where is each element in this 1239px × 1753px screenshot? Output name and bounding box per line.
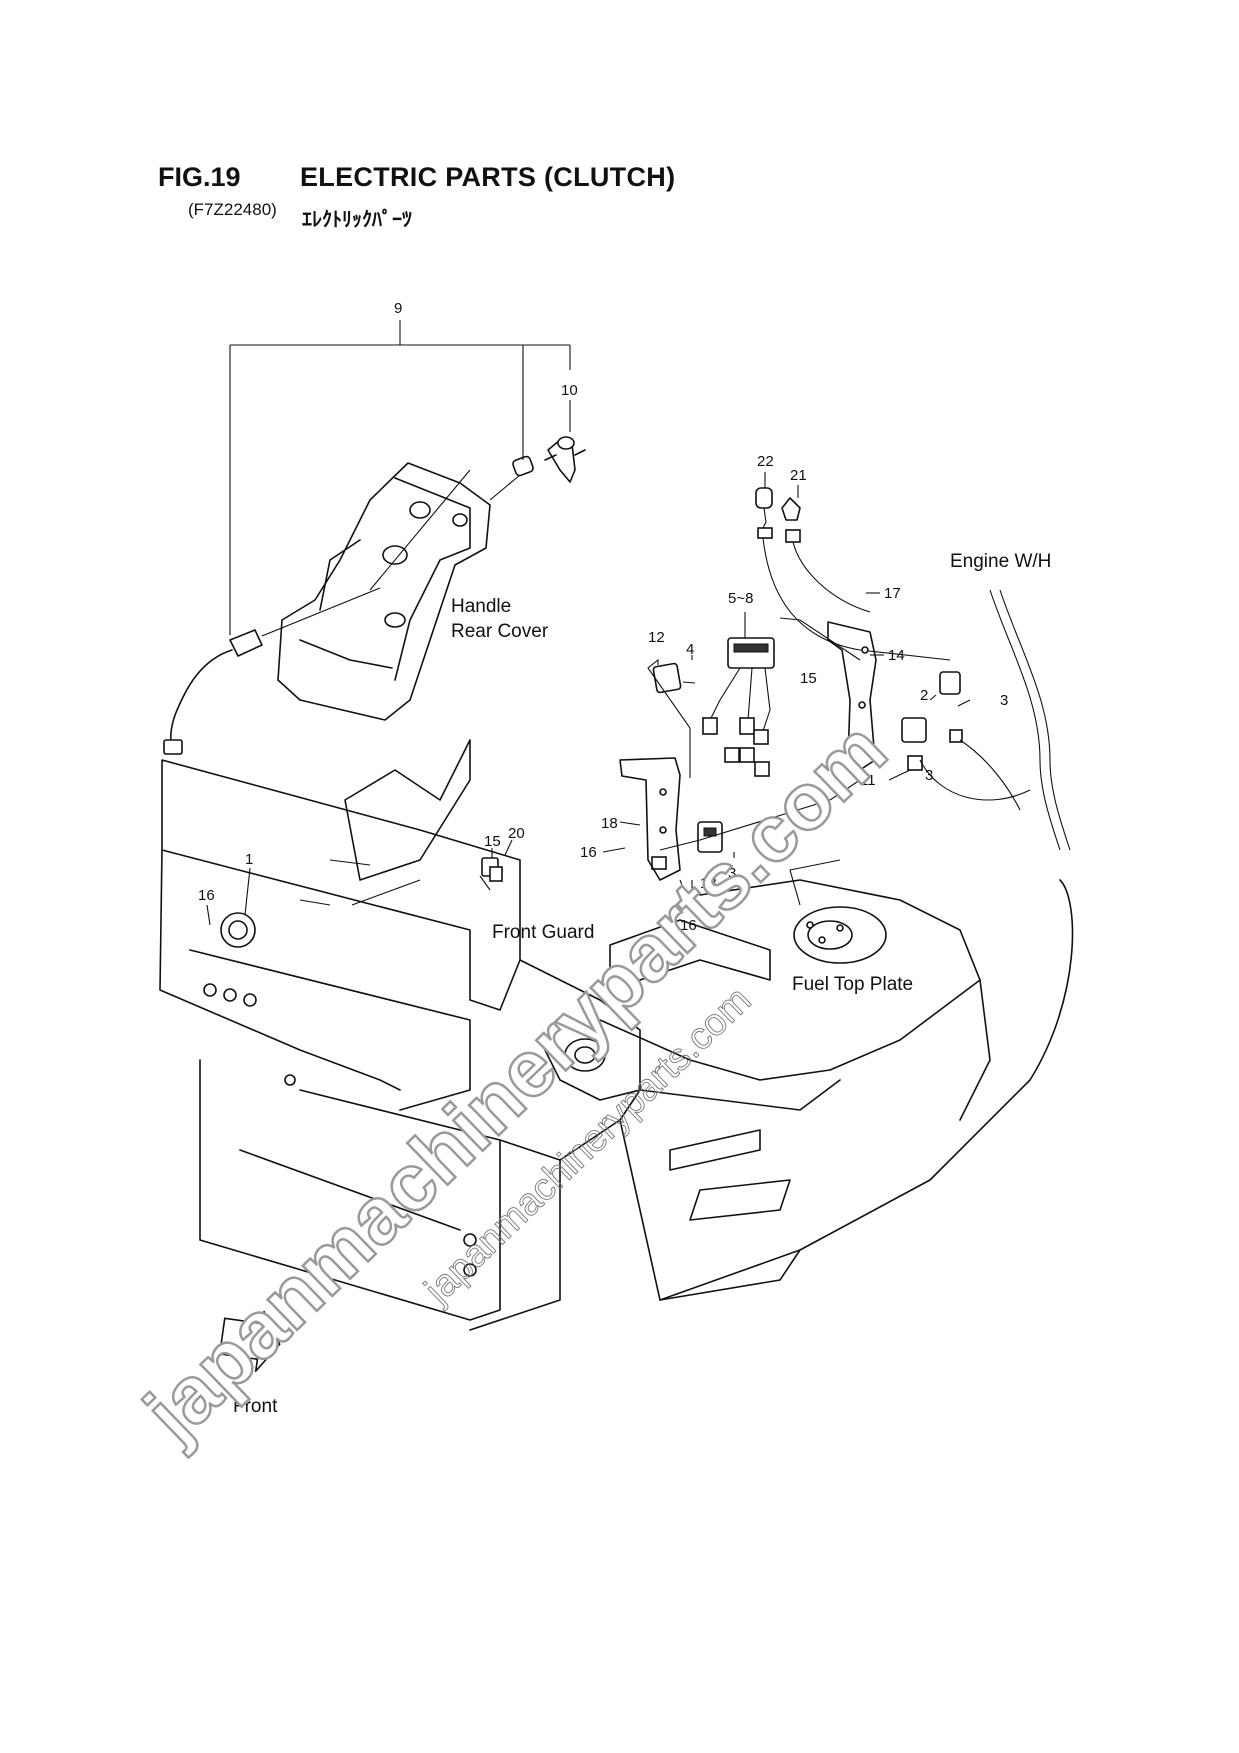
callout-16-lower: 16 [680, 917, 697, 934]
horn-drawing [220, 866, 503, 948]
leader-lines [206, 320, 971, 926]
callout-14: 14 [888, 647, 905, 664]
engine-wire-harness-drawing [659, 589, 1071, 851]
label-engine-wh: Engine W/H [950, 551, 1051, 572]
callout-21: 21 [790, 467, 807, 484]
callout-9: 9 [394, 300, 402, 317]
handle-rear-cover-drawing [277, 455, 534, 721]
callout-3-lower: 3 [925, 767, 933, 784]
connector-parts-drawing [479, 487, 963, 891]
callout-15-lower: 15 [484, 833, 501, 850]
callout-17: 17 [884, 585, 901, 602]
callout-16-center: 16 [580, 844, 597, 861]
text-labels: Handle Rear Cover Engine W/H Front Guard… [233, 551, 1051, 1417]
callout-3-center: 3 [728, 865, 736, 882]
chassis-drawing [159, 739, 1074, 1372]
switch-wire-drawing [163, 587, 381, 755]
label-fuel-top-plate: Fuel Top Plate [792, 974, 913, 995]
label-front: Front [233, 1396, 278, 1417]
callout-12: 12 [648, 629, 665, 646]
figure-title-japanese: ｴﾚｸﾄﾘｯｸﾊﾟｰﾂ [302, 209, 412, 231]
callout-22: 22 [757, 453, 774, 470]
watermark: japanmachineryparts.com japanmachinerypa… [125, 703, 904, 1460]
callout-11: 11 [860, 772, 876, 789]
figure-number: FIG.19 [158, 162, 241, 192]
callout-5-8: 5~8 [728, 590, 753, 607]
callout-16-left: 16 [198, 887, 215, 904]
callout-15-upper: 15 [800, 670, 817, 687]
bracket-drawing [619, 621, 877, 881]
callout-1: 1 [245, 851, 253, 868]
figure-title: ELECTRIC PARTS (CLUTCH) [300, 162, 676, 192]
callout-2: 2 [920, 687, 928, 704]
callout-3-right: 3 [1000, 692, 1008, 709]
callout-20: 20 [508, 825, 525, 842]
label-front-guard: Front Guard [492, 922, 594, 943]
figure-code: (F7Z22480) [188, 200, 277, 219]
label-rear-cover: Rear Cover [451, 621, 549, 642]
key-part-drawing [544, 436, 586, 483]
callout-18: 18 [601, 815, 618, 832]
callout-4: 4 [686, 641, 694, 658]
callout-13: 13 [700, 875, 717, 892]
callout-numbers: 9 10 22 21 17 5~8 12 4 15 14 2 3 3 11 18… [198, 300, 1008, 934]
label-handle: Handle [451, 596, 511, 617]
watermark-primary: japanmachineryparts.com [127, 704, 903, 1458]
callout-10: 10 [561, 382, 578, 399]
